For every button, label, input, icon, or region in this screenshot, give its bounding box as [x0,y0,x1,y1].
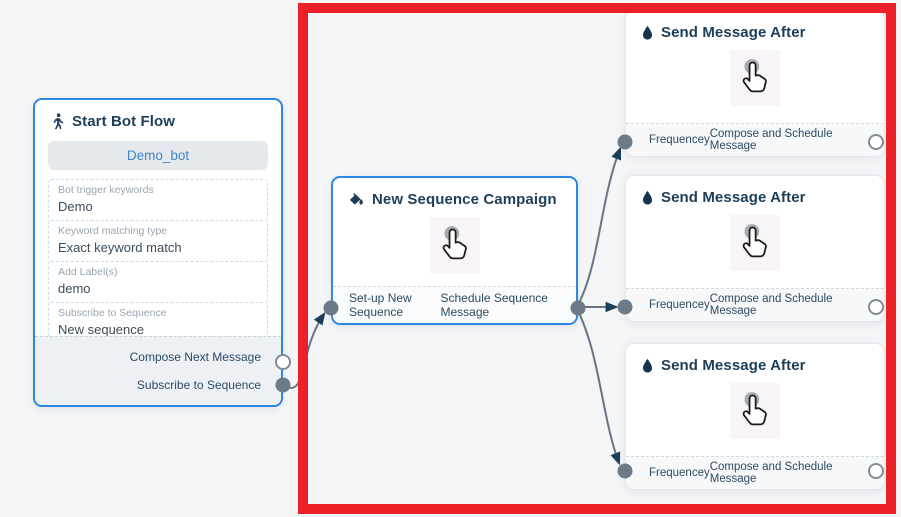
field-add-labels[interactable]: Add Label(s) demo [48,261,268,303]
field-value: New sequence [58,322,144,337]
output-label-subscribe-to-sequence: Subscribe to Sequence [136,377,261,392]
port-compose-schedule-1[interactable] [868,134,884,150]
field-label: Subscribe to Sequence [58,307,167,319]
port-label-setup-new-sequence: Set-up New Sequence [349,291,412,319]
send-node-title: Send Message After [661,189,806,206]
output-label-compose-next-message: Compose Next Message [129,350,261,365]
send-node-footer: Frequencey Compose and Schedule Message [626,456,884,489]
send-node-header: Send Message After [626,176,884,212]
input-label-frequency: Frequencey [649,467,710,479]
input-label-frequency: Frequencey [649,134,710,146]
campaign-node-title: New Sequence Campaign [372,191,557,208]
input-label-frequency: Frequencey [649,299,710,311]
port-frequency-1[interactable] [617,134,633,150]
send-node-header: Send Message After [626,11,884,47]
walking-person-icon [53,113,64,130]
field-bot-trigger-keywords[interactable]: Bot trigger keywords Demo [48,179,268,221]
port-compose-next-message[interactable] [275,354,291,370]
send-message-after-node-3[interactable]: Send Message After Frequencey Compose an… [625,343,885,490]
output-label-compose-schedule: Compose and Schedule Message [709,293,833,317]
new-sequence-campaign-node[interactable]: New Sequence Campaign Set-up New Sequenc… [331,176,578,325]
hand-cursor-icon [442,226,467,260]
output-label-compose-schedule: Compose and Schedule Message [709,128,833,152]
send-message-after-node-1[interactable]: Send Message After Frequencey Compose an… [625,10,885,157]
send-node-title: Send Message After [661,24,806,41]
field-value: demo [58,281,91,296]
campaign-node-header: New Sequence Campaign [333,178,576,214]
start-node-footer: Compose Next Message Subscribe to Sequen… [35,336,281,405]
edge-campaign-to-send-3[interactable] [577,310,621,466]
campaign-hand-box[interactable] [429,217,480,273]
field-label: Add Label(s) [58,266,118,278]
hand-cursor-icon [742,59,767,93]
start-node-header: Start Bot Flow [35,100,281,136]
start-node-title: Start Bot Flow [72,113,176,130]
edge-start-to-campaign[interactable] [283,311,326,389]
start-bot-flow-node[interactable]: Start Bot Flow Demo_bot Bot trigger keyw… [33,98,283,407]
send-node-title: Send Message After [661,357,806,374]
output-label-compose-schedule: Compose and Schedule Message [709,461,833,485]
port-schedule-sequence-message[interactable] [570,300,586,316]
campaign-bucket-icon [349,193,363,205]
hand-cursor-icon [742,392,767,426]
port-label-schedule-sequence-message: Schedule Sequence Message [440,291,548,319]
send-node-footer: Frequencey Compose and Schedule Message [626,123,884,156]
water-drop-icon [642,190,653,205]
send-node-hand-box[interactable] [730,50,780,106]
port-compose-schedule-3[interactable] [868,463,884,479]
port-subscribe-to-sequence[interactable] [275,377,291,393]
field-label: Keyword matching type [58,225,168,237]
bot-name-button[interactable]: Demo_bot [48,141,268,170]
send-node-header: Send Message After [626,344,884,380]
send-message-after-node-2[interactable]: Send Message After Frequencey Compose an… [625,175,885,322]
water-drop-icon [642,25,653,40]
field-keyword-matching-type[interactable]: Keyword matching type Exact keyword matc… [48,220,268,262]
water-drop-icon [642,358,653,373]
port-setup-new-sequence[interactable] [323,300,339,316]
port-frequency-2[interactable] [617,299,633,315]
start-node-fields: Bot trigger keywords Demo Keyword matchi… [48,179,268,344]
field-label: Bot trigger keywords [58,184,154,196]
send-node-hand-box[interactable] [730,215,780,271]
campaign-node-footer: Set-up New Sequence Schedule Sequence Me… [333,286,576,323]
send-node-hand-box[interactable] [730,383,780,439]
edge-campaign-to-send-1[interactable] [577,146,622,306]
hand-cursor-icon [742,224,767,258]
port-compose-schedule-2[interactable] [868,299,884,315]
field-value: Demo [58,199,93,214]
field-value: Exact keyword match [58,240,182,255]
port-frequency-3[interactable] [617,463,633,479]
send-node-footer: Frequencey Compose and Schedule Message [626,288,884,321]
